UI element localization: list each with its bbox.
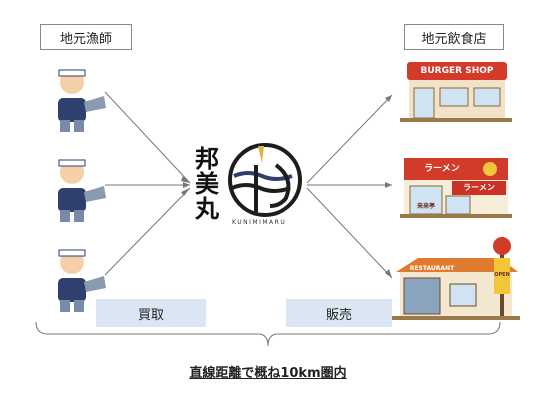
fisherman-1 (58, 69, 106, 132)
restaurant-sign: RESTAURANT (409, 265, 455, 272)
fisherman-2 (58, 159, 106, 222)
restaurants-header: 地元飲食店 (404, 24, 504, 50)
line-shop1 (306, 94, 393, 184)
burger-sign: BURGER SHOP (420, 66, 494, 76)
logo-kanji-3: 丸 (195, 194, 219, 223)
buy-box: 買取 (96, 299, 206, 327)
distance-caption: 直線距離で概ね10km圏内 (189, 366, 347, 381)
fishermen-header: 地元漁師 (40, 24, 132, 50)
burger-shop (400, 62, 512, 122)
logo-kanji-1: 邦 (195, 144, 219, 173)
ramen-sign-top: ラーメン (424, 164, 460, 174)
logo-romaji: KUNIMIMARU (232, 219, 287, 226)
range-bracket (35, 321, 501, 347)
restaurant-building (392, 237, 520, 320)
line-fisher3 (104, 187, 191, 276)
sell-box: 販売 (286, 299, 392, 327)
logo-kanji-2: 美 (195, 169, 219, 198)
restaurant-pole-sign: OPEN (494, 272, 510, 278)
line-shop3 (306, 187, 393, 279)
ramen-shop (400, 158, 512, 218)
ramen-sign-side: ラーメン (463, 183, 495, 192)
line-fisher1 (104, 91, 191, 184)
ramen-sign-vertical: 来来亭 (416, 203, 435, 210)
fisherman-3 (58, 249, 106, 312)
